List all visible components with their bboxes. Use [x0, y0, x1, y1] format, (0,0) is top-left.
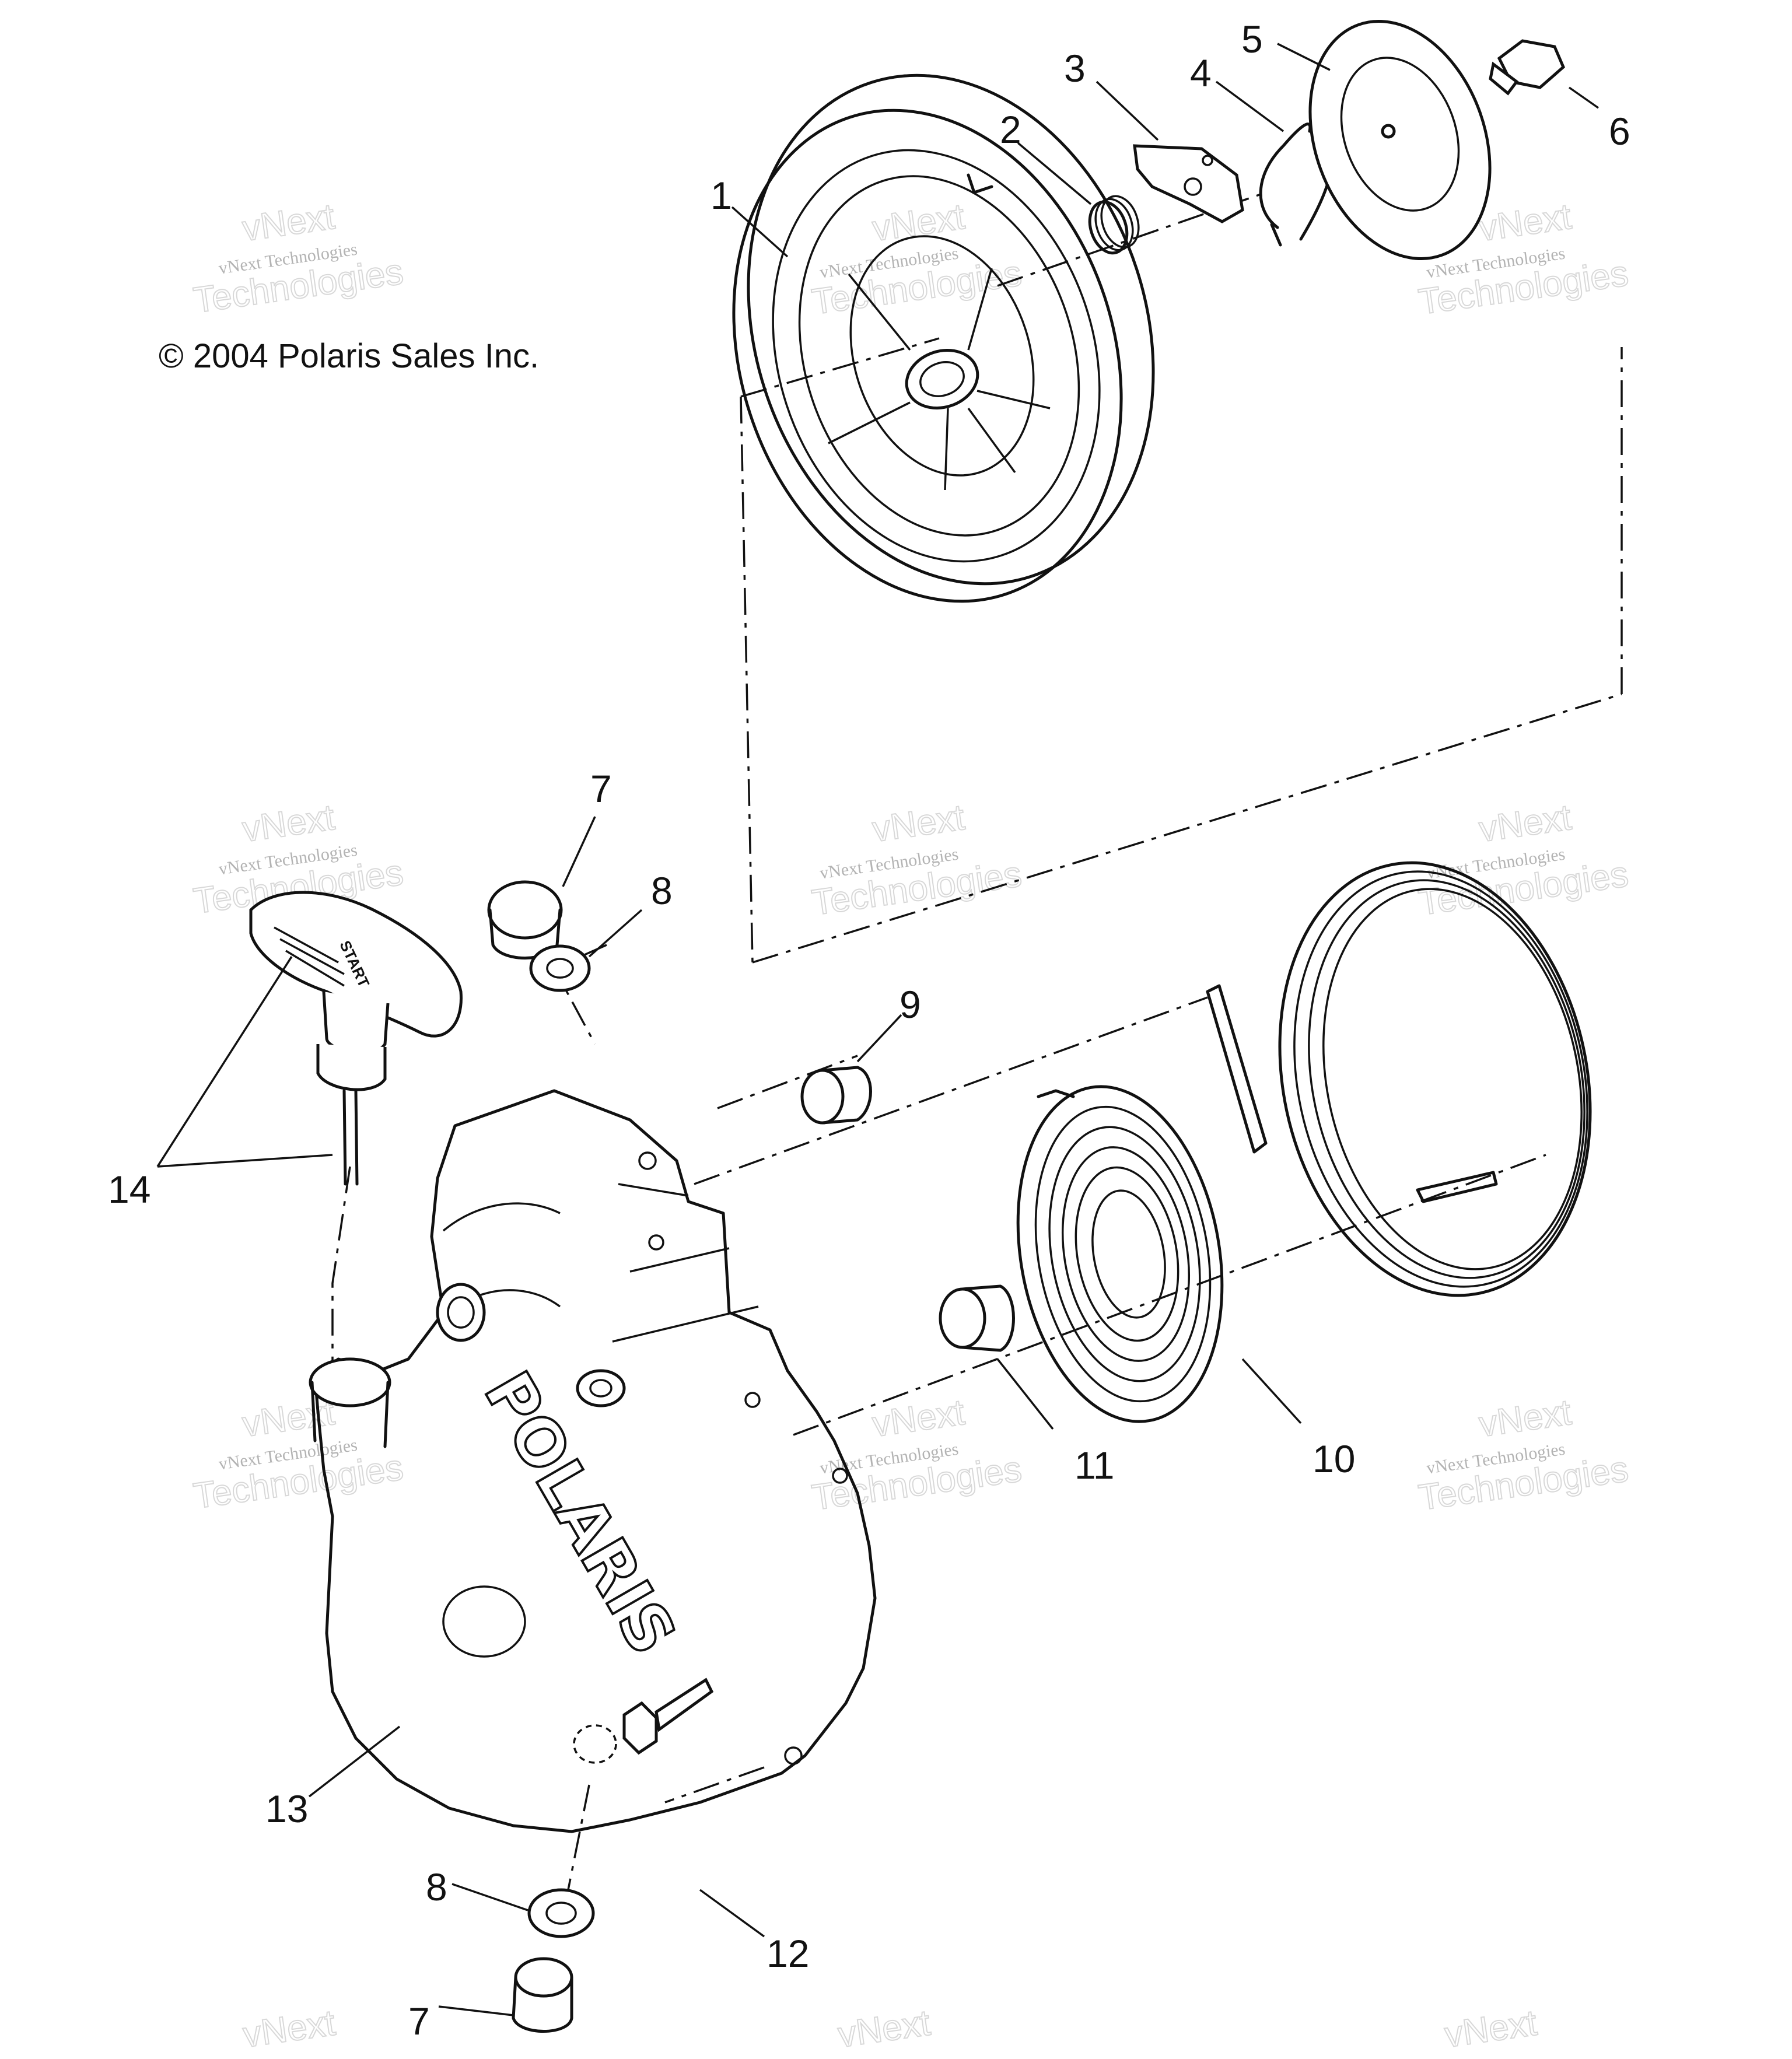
- callout-1: 1: [710, 174, 732, 217]
- part-8-washer: [529, 944, 591, 992]
- svg-text:vNext: vNext: [240, 2002, 338, 2055]
- part-6-bolt: [1489, 39, 1566, 96]
- callout-7-bottom: 7: [408, 2000, 430, 2043]
- watermark: vNext vNext Technologies Technologies: [1416, 797, 1632, 924]
- callouts: 1 2 3 4 5 6 7 8 9 10 11 12 13 14 7 8: [108, 17, 1630, 2043]
- svg-text:vNext: vNext: [1442, 2002, 1539, 2055]
- callout-12: 12: [766, 1932, 809, 1975]
- part-14-handle: START: [249, 891, 463, 1186]
- rope-reel: [1206, 861, 1592, 1297]
- watermark: vNext: [1441, 2002, 1540, 2056]
- watermark: vNext vNext Technologies Technologies: [809, 196, 1025, 323]
- callout-7: 7: [590, 767, 612, 810]
- watermarks: vNext vNext Technologies Technologies vN…: [190, 196, 1632, 2056]
- part-2-spring: [1088, 195, 1140, 255]
- svg-text:vNext: vNext: [1476, 197, 1574, 249]
- part-7-plug-bottom: [512, 1957, 573, 2033]
- part-3-pawl: [1133, 144, 1244, 223]
- callout-10: 10: [1312, 1437, 1355, 1480]
- callout-11: 11: [1074, 1444, 1115, 1487]
- callout-9: 9: [900, 983, 921, 1026]
- center-lines: [331, 191, 1623, 1902]
- leader-lines: [156, 43, 1600, 2016]
- svg-text:vNext: vNext: [1476, 1392, 1574, 1445]
- callout-8: 8: [651, 869, 673, 912]
- part-1-pulley: [732, 73, 1155, 603]
- svg-text:vNext: vNext: [1476, 797, 1574, 850]
- watermark: vNext vNext Technologies Technologies: [809, 1392, 1025, 1519]
- watermark: vNext: [835, 2002, 933, 2056]
- part-12-bolt: [622, 1678, 714, 1755]
- part-10-recoil-spring: [1016, 1085, 1224, 1423]
- part-11-bushing: [939, 1284, 1015, 1352]
- copyright-notice: © 2004 Polaris Sales Inc.: [159, 337, 539, 375]
- callout-2: 2: [1000, 108, 1021, 151]
- watermark: vNext vNext Technologies Technologies: [190, 196, 406, 321]
- svg-text:vNext: vNext: [870, 797, 967, 850]
- part-9-bushing: [800, 1066, 872, 1125]
- polaris-logo: POLARIS: [470, 1360, 690, 1667]
- watermark: vNext vNext Technologies Technologies: [1416, 1392, 1632, 1519]
- svg-text:vNext: vNext: [240, 797, 337, 850]
- callout-13: 13: [265, 1787, 308, 1830]
- callout-4: 4: [1190, 51, 1212, 94]
- callout-6: 6: [1609, 110, 1630, 153]
- watermark: vNext: [240, 2002, 338, 2056]
- svg-text:vNext: vNext: [835, 2002, 933, 2055]
- part-8-washer-bottom: [527, 1888, 595, 1938]
- callout-3: 3: [1064, 47, 1086, 90]
- svg-text:vNext: vNext: [240, 197, 337, 249]
- part-5-plate: [1308, 20, 1492, 260]
- callout-14: 14: [108, 1168, 150, 1211]
- callout-5: 5: [1241, 17, 1263, 61]
- watermark: vNext vNext Technologies Technologies: [190, 1392, 406, 1517]
- part-7-cap: [487, 880, 563, 960]
- callout-8-bottom: 8: [426, 1865, 447, 1909]
- watermark: vNext vNext Technologies Technologies: [809, 797, 1025, 924]
